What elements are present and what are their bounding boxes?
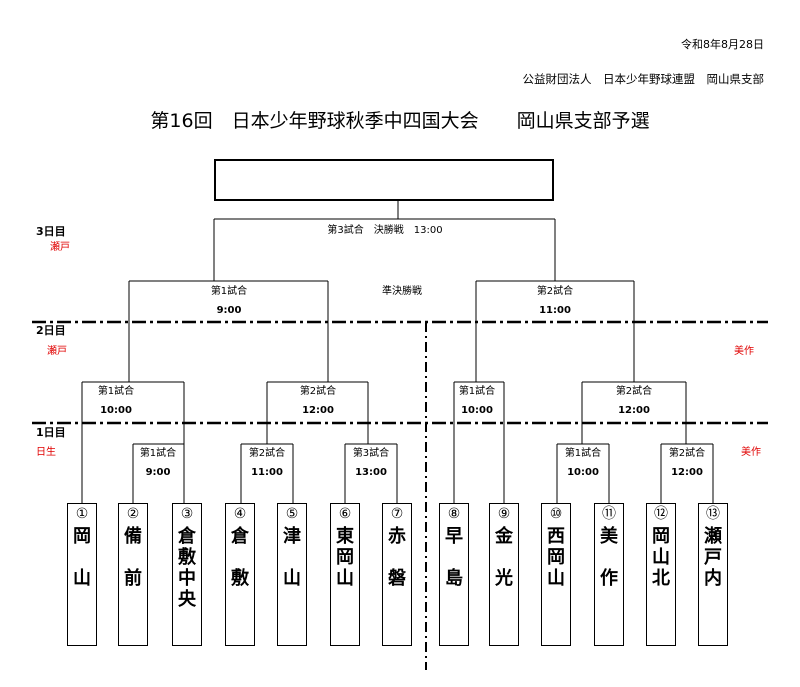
day1-game-time: 10:00: [567, 467, 599, 478]
team-name: 岡 山 北: [652, 526, 670, 589]
team-number: ⑪: [602, 506, 616, 522]
day-divider-lines: [32, 320, 768, 425]
team-name: 備 前: [124, 526, 142, 589]
day2-game-label: 第1試合: [97, 386, 135, 397]
day2-game-time: 12:00: [302, 405, 334, 416]
team-number: ②: [126, 506, 140, 522]
team-name: 早 島: [445, 526, 463, 589]
team-name: 金 光: [495, 526, 513, 589]
organizer: 公益財団法人 日本少年野球連盟 岡山県支部: [522, 72, 765, 86]
team-name: 瀬 戸 内: [704, 526, 722, 589]
team-name: 岡 山: [73, 526, 91, 589]
day1-game-time: 9:00: [145, 467, 171, 478]
day2-venue-left: 瀬戸: [47, 346, 67, 357]
team-number: ⑬: [706, 506, 720, 522]
day1-game-label: 第2試合: [668, 448, 706, 459]
team-name: 赤 磐: [388, 526, 406, 589]
day1-game-time: 13:00: [355, 467, 387, 478]
team-number: ⑧: [447, 506, 461, 522]
team-box: ⑫ 岡 山 北: [646, 503, 676, 646]
team-name: 倉 敷: [231, 526, 249, 589]
semifinal-label: 準決勝戦: [382, 286, 422, 297]
team-number: ③: [180, 506, 194, 522]
day1-game-label: 第2試合: [248, 448, 286, 459]
team-number: ⑤: [285, 506, 299, 522]
day2-game-label: 第2試合: [615, 386, 653, 397]
team-box: ⑥ 東 岡 山: [330, 503, 360, 646]
team-box: ⑧ 早 島: [439, 503, 469, 646]
day2-game-time: 12:00: [618, 405, 650, 416]
semifinal-right-game: 第2試合: [536, 286, 574, 297]
day2-game-label: 第1試合: [458, 386, 496, 397]
team-box: ② 備 前: [118, 503, 148, 646]
day2-game-time: 10:00: [461, 405, 493, 416]
day1-game-label: 第3試合: [352, 448, 390, 459]
day2-label: 2日目: [36, 324, 66, 337]
day3-venue: 瀬戸: [50, 242, 70, 253]
bracket-connectors: [81, 201, 714, 503]
day1-venue-left: 日生: [36, 447, 56, 458]
semifinal-left-time: 9:00: [216, 305, 242, 316]
date: 令和8年8月28日: [681, 38, 764, 51]
team-number: ⑫: [654, 506, 668, 522]
day1-game-label: 第1試合: [564, 448, 602, 459]
team-box: ⑬ 瀬 戸 内: [698, 503, 728, 646]
champion-box: [214, 159, 554, 201]
team-box: ⑨ 金 光: [489, 503, 519, 646]
team-number: ⑩: [549, 506, 563, 522]
page-title: 第16回 日本少年野球秋季中四国大会 岡山県支部予選: [150, 110, 650, 132]
team-number: ⑥: [338, 506, 352, 522]
day1-game-label: 第1試合: [139, 448, 177, 459]
day1-venue-right: 美作: [741, 447, 761, 458]
day1-game-time: 11:00: [251, 467, 283, 478]
team-box: ① 岡 山: [67, 503, 97, 646]
day2-venue-right: 美作: [734, 346, 754, 357]
final-label: 第3試合 決勝戦 13:00: [327, 225, 443, 236]
team-name: 倉 敷 中 央: [178, 526, 196, 610]
team-box: ⑦ 赤 磐: [382, 503, 412, 646]
day1-label: 1日目: [36, 426, 66, 439]
day3-label: 3日目: [36, 225, 66, 238]
team-name: 西 岡 山: [547, 526, 565, 589]
day1-game-time: 12:00: [671, 467, 703, 478]
team-number: ⑦: [390, 506, 404, 522]
team-box: ④ 倉 敷: [225, 503, 255, 646]
day2-game-label: 第2試合: [299, 386, 337, 397]
team-number: ④: [233, 506, 247, 522]
team-box: ⑩ 西 岡 山: [541, 503, 571, 646]
team-box: ⑪ 美 作: [594, 503, 624, 646]
team-box: ③ 倉 敷 中 央: [172, 503, 202, 646]
day2-game-time: 10:00: [100, 405, 132, 416]
team-name: 東 岡 山: [336, 526, 354, 589]
team-box: ⑤ 津 山: [277, 503, 307, 646]
team-name: 美 作: [600, 526, 618, 589]
team-number: ①: [75, 506, 89, 522]
team-name: 津 山: [283, 526, 301, 589]
semifinal-right-time: 11:00: [539, 305, 571, 316]
team-number: ⑨: [497, 506, 511, 522]
semifinal-left-game: 第1試合: [210, 286, 248, 297]
